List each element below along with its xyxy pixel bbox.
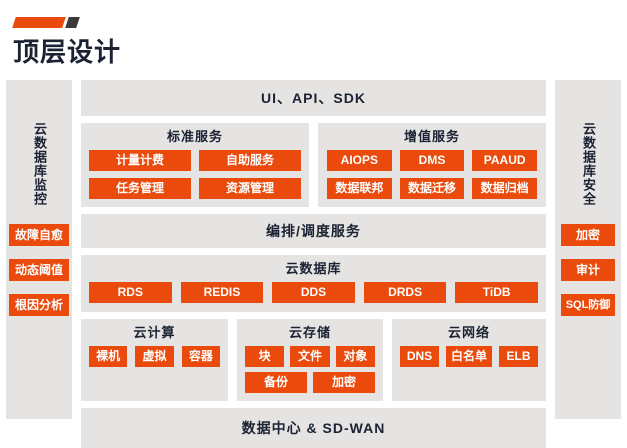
chip-block-storage[interactable]: 块 <box>245 346 285 367</box>
panel-standard-services-chips: 计量计费 自助服务 任务管理 资源管理 <box>89 150 301 199</box>
right-rail-chip-encryption[interactable]: 加密 <box>561 224 615 246</box>
panel-cloud-network: 云网络 DNS 白名单 ELB <box>392 319 546 401</box>
panel-cloud-compute: 云计算 裸机 虚拟 容器 <box>81 319 228 401</box>
panel-cloud-database: 云数据库 RDS REDIS DDS DRDS TiDB <box>81 255 546 312</box>
chip-tidb[interactable]: TiDB <box>455 282 538 303</box>
chip-paaud[interactable]: PAAUD <box>472 150 537 171</box>
right-rail-title: 云数据库安全 <box>581 122 596 206</box>
band-datacenter-label: 数据中心 & SD-WAN <box>241 420 386 436</box>
chip-dms[interactable]: DMS <box>399 150 465 171</box>
left-rail-chip-dynamic-threshold[interactable]: 动态阈值 <box>8 259 69 281</box>
architecture-diagram: 云数据库监控 故障自愈 动态阈值 根因分析 UI、API、SDK 标准服务 计量… <box>0 80 627 448</box>
infrastructure-row: 云计算 裸机 虚拟 容器 云存储 块 文件 对象 备份 加密 云网络 <box>81 319 546 401</box>
panel-standard-services: 标准服务 计量计费 自助服务 任务管理 资源管理 <box>81 123 309 207</box>
page-header: 顶层设计 <box>0 0 627 78</box>
panel-cloud-network-title: 云网络 <box>447 325 490 340</box>
chip-elb[interactable]: ELB <box>499 346 539 367</box>
chip-backup[interactable]: 备份 <box>245 372 307 393</box>
panel-cloud-storage-title: 云存储 <box>288 325 331 340</box>
right-rail-cloud-db-security: 云数据库安全 加密 审计 SQL防御 <box>555 80 621 419</box>
panel-value-added-services-chips: AIOPS DMS PAAUD 数据联邦 数据迁移 数据归档 <box>326 150 538 199</box>
chip-data-federation[interactable]: 数据联邦 <box>327 178 392 199</box>
band-ui-api-sdk: UI、API、SDK <box>81 80 546 116</box>
chip-redis[interactable]: REDIS <box>180 282 264 303</box>
chip-resource-management[interactable]: 资源管理 <box>199 178 301 199</box>
left-rail-cloud-db-monitoring: 云数据库监控 故障自愈 动态阈值 根因分析 <box>6 80 72 419</box>
panel-value-added-services-title: 增值服务 <box>403 129 460 144</box>
band-orchestration-label: 编排/调度服务 <box>266 223 361 239</box>
decoration-dark-square <box>65 17 80 28</box>
services-row: 标准服务 计量计费 自助服务 任务管理 资源管理 增值服务 AIOPS DMS … <box>81 123 546 207</box>
left-rail-chip-root-cause-analysis[interactable]: 根因分析 <box>8 294 69 316</box>
chip-metering-billing[interactable]: 计量计费 <box>89 150 191 171</box>
band-ui-api-sdk-label: UI、API、SDK <box>261 90 366 106</box>
panel-cloud-database-chips: RDS REDIS DDS DRDS TiDB <box>89 282 538 303</box>
chip-data-archiving[interactable]: 数据归档 <box>472 178 537 199</box>
panel-cloud-storage: 云存储 块 文件 对象 备份 加密 <box>237 319 383 401</box>
chip-file-storage[interactable]: 文件 <box>290 346 330 367</box>
chip-rds[interactable]: RDS <box>89 282 172 303</box>
panel-standard-services-title: 标准服务 <box>166 129 223 144</box>
chip-container[interactable]: 容器 <box>181 346 220 367</box>
panel-cloud-database-title: 云数据库 <box>285 261 342 276</box>
chip-self-service[interactable]: 自助服务 <box>199 150 301 171</box>
panel-cloud-compute-chips: 裸机 虚拟 容器 <box>89 346 220 367</box>
chip-object-storage[interactable]: 对象 <box>335 346 375 367</box>
center-stack: UI、API、SDK 标准服务 计量计费 自助服务 任务管理 资源管理 增值服务… <box>81 80 546 448</box>
decoration-orange-bar <box>12 17 66 28</box>
chip-aiops[interactable]: AIOPS <box>327 150 392 171</box>
chip-whitelist[interactable]: 白名单 <box>446 346 493 367</box>
left-rail-title: 云数据库监控 <box>32 122 47 206</box>
left-rail-chip-fault-self-healing[interactable]: 故障自愈 <box>8 224 69 246</box>
chip-data-migration[interactable]: 数据迁移 <box>399 178 465 199</box>
chip-bare-metal[interactable]: 裸机 <box>89 346 128 367</box>
panel-value-added-services: 增值服务 AIOPS DMS PAAUD 数据联邦 数据迁移 数据归档 <box>318 123 546 207</box>
chip-virtual[interactable]: 虚拟 <box>135 346 174 367</box>
right-rail-chip-audit[interactable]: 审计 <box>561 259 615 281</box>
panel-cloud-compute-title: 云计算 <box>133 325 176 340</box>
panel-cloud-network-chips: DNS 白名单 ELB <box>400 346 539 367</box>
chip-drds[interactable]: DRDS <box>363 282 447 303</box>
panel-cloud-storage-chips: 块 文件 对象 备份 加密 <box>245 346 375 393</box>
header-decoration <box>12 17 80 28</box>
chip-dds[interactable]: DDS <box>272 282 355 303</box>
chip-task-management[interactable]: 任务管理 <box>89 178 191 199</box>
right-rail-chip-sql-defense[interactable]: SQL防御 <box>561 294 615 316</box>
page-title: 顶层设计 <box>13 37 122 67</box>
band-orchestration-scheduling: 编排/调度服务 <box>81 214 546 248</box>
chip-dns[interactable]: DNS <box>400 346 439 367</box>
band-datacenter-sdwan: 数据中心 & SD-WAN <box>81 408 546 448</box>
chip-storage-encryption[interactable]: 加密 <box>313 372 375 393</box>
